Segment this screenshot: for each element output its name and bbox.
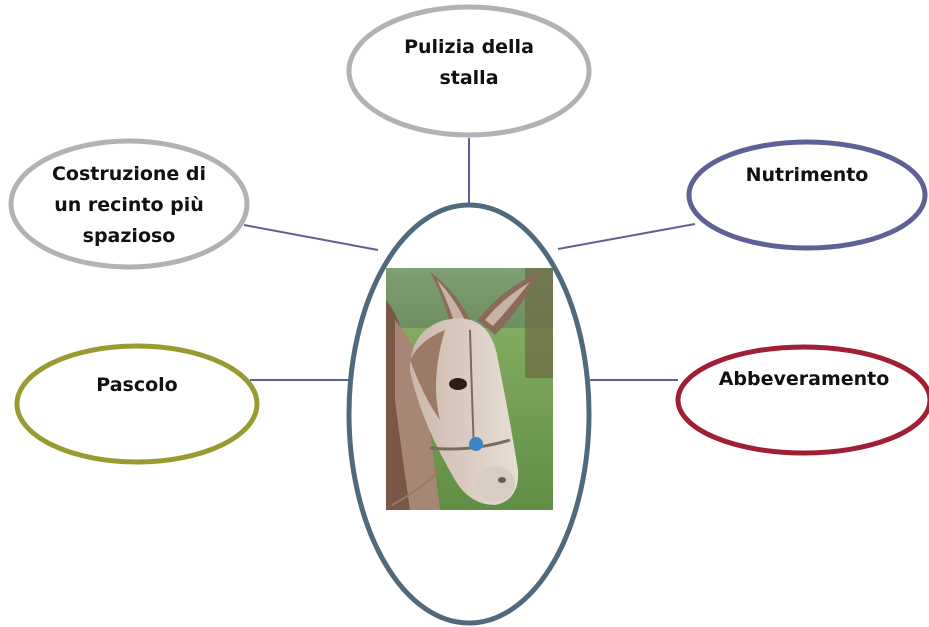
connector-nutrimento (557, 223, 696, 250)
node-abbeveramento-ellipse (675, 344, 929, 456)
node-pascolo-ellipse (14, 343, 260, 465)
node-costruzione-ellipse (8, 138, 250, 270)
donkey-photo (386, 268, 553, 510)
node-abbeveramento-label: Abbeveramento (718, 368, 890, 390)
node-pulizia-label: Pulizia della stalla (404, 36, 534, 89)
node-costruzione-label: Costruzione di un recinto più spazioso (51, 163, 207, 247)
connectors (243, 138, 696, 381)
node-pulizia-ellipse (346, 4, 592, 138)
node-nutrimento-label: Nutrimento (745, 164, 869, 186)
node-nutrimento-ellipse (686, 139, 928, 251)
node-pascolo-label: Pascolo (96, 374, 178, 396)
connector-costruzione (243, 224, 379, 251)
